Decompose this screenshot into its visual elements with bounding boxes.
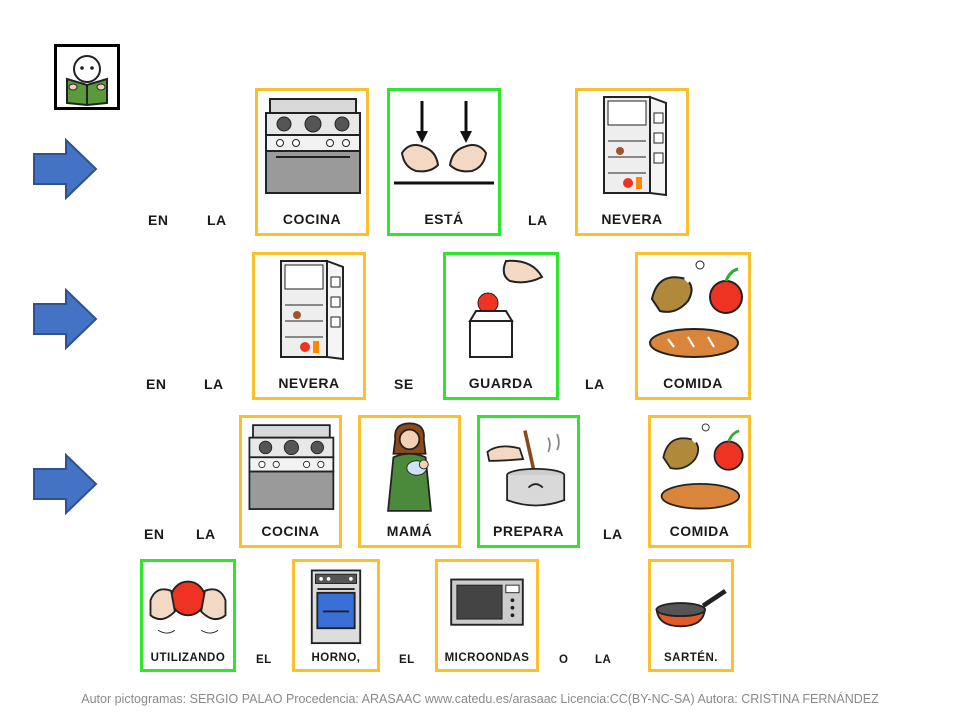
oven-icon [310, 569, 362, 645]
pictogram-microondas: MICROONDAS [435, 559, 539, 672]
card-label: COMIDA [669, 523, 730, 539]
arrow-right-icon [33, 453, 98, 515]
pictogram-cocina: COCINA [239, 415, 342, 548]
word-o: O [559, 654, 569, 666]
arrow-right-icon [33, 288, 98, 350]
card-label: MAMÁ [386, 523, 433, 539]
pictogram-sarten: SARTÉN. [648, 559, 734, 672]
card-label: NEVERA [601, 211, 663, 227]
word-el: EL [399, 654, 415, 666]
card-label: COCINA [282, 211, 342, 227]
mother-baby-icon [387, 422, 432, 512]
pictogram-horno: HORNO, [292, 559, 380, 672]
arrow-right-icon [33, 138, 98, 200]
card-label: COCINA [261, 523, 320, 539]
pictogram-cocina: COCINA [255, 88, 369, 236]
hands-ball-icon [149, 580, 227, 634]
word-la: LA [528, 212, 548, 228]
word-la: LA [603, 526, 623, 542]
fridge-icon [280, 259, 344, 361]
stove-icon [265, 98, 361, 194]
hands-down-icon [394, 101, 494, 185]
cooking-pot-icon [486, 430, 566, 507]
pictogram-nevera: NEVERA [575, 88, 689, 236]
card-label: UTILIZANDO [150, 652, 226, 664]
frying-pan-icon [655, 589, 727, 628]
card-label: SARTÉN. [664, 652, 718, 664]
food-icon [660, 423, 744, 510]
word-la: LA [196, 526, 216, 542]
word-en: EN [148, 212, 169, 228]
word-se: SE [394, 376, 414, 392]
microwave-icon [450, 578, 524, 626]
word-la: LA [585, 376, 605, 392]
card-label: NEVERA [278, 375, 340, 391]
card-label: COMIDA [663, 375, 723, 391]
word-en: EN [146, 376, 167, 392]
fridge-icon [603, 95, 667, 197]
word-la: LA [204, 376, 224, 392]
card-label: PREPARA [493, 523, 564, 539]
pictogram-comida: COMIDA [635, 252, 751, 400]
pictogram-guarda: GUARDA [443, 252, 559, 400]
pictogram-esta: ESTÁ [387, 88, 501, 236]
word-el: EL [256, 654, 272, 666]
credits-footer: Autor pictogramas: SERGIO PALAO Proceden… [81, 692, 879, 706]
food-icon [649, 260, 743, 358]
card-label: GUARDA [468, 375, 534, 391]
pictogram-utilizando: UTILIZANDO [140, 559, 236, 672]
card-label: MICROONDAS [444, 652, 530, 664]
stove-icon [248, 424, 335, 510]
card-label: ESTÁ [424, 211, 464, 227]
word-la: LA [595, 654, 612, 666]
pictogram-mama: MAMÁ [358, 415, 461, 548]
word-la: LA [207, 212, 227, 228]
card-label: HORNO, [311, 652, 361, 664]
word-en: EN [144, 526, 165, 542]
pictogram-nevera: NEVERA [252, 252, 366, 400]
reading-boy-icon [54, 44, 120, 110]
pictogram-comida: COMIDA [648, 415, 751, 548]
store-box-icon [468, 259, 544, 358]
pictogram-prepara: PREPARA [477, 415, 580, 548]
